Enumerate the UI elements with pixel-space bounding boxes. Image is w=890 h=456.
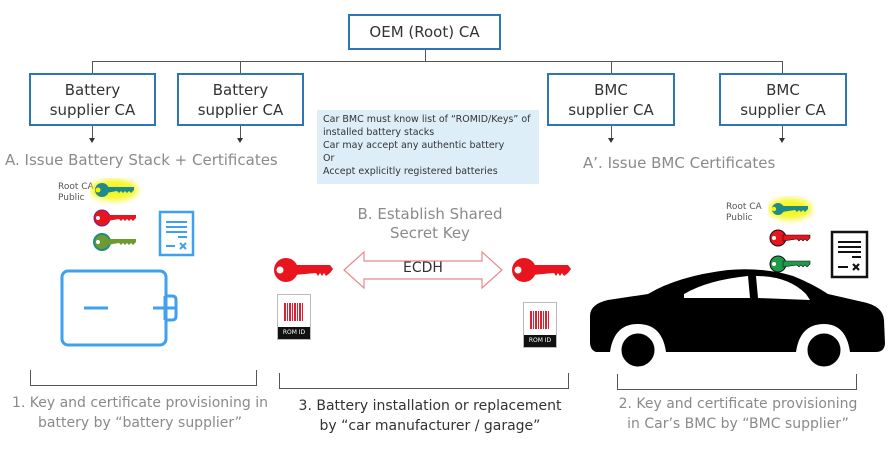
bmc-supplier-ca-box-1: BMC supplier CA (547, 73, 675, 126)
caption-line: 2. Key and certificate provisioning (618, 396, 858, 412)
note-line: installed battery stacks (323, 127, 435, 138)
tree-root-stem (425, 50, 426, 61)
caption-line: 3. Battery installation or replacement (298, 398, 562, 414)
ecdh-double-arrow-icon (343, 250, 503, 290)
note-line: Car may accept any authentic battery (323, 140, 505, 151)
tree-drop-4 (782, 61, 783, 73)
battery-supplier-ca-label: Battery supplier CA (197, 80, 284, 119)
arrow-down-icon (237, 138, 243, 143)
public-key-icon (769, 255, 811, 273)
step-a-prime-label: A’. Issue BMC Certificates (583, 154, 776, 172)
label-line: Root CA (726, 202, 762, 212)
label-line: Root CA (58, 182, 94, 192)
car-side-keys (768, 198, 812, 273)
bracket-battery-section (30, 370, 257, 386)
barcode-icon (530, 311, 550, 329)
step-b-line: B. Establish Shared (357, 205, 503, 223)
arrow-stem-2 (240, 126, 241, 138)
label-line: Public (726, 213, 753, 223)
battery-certificate-icon (158, 210, 195, 257)
tree-horizontal-bar (92, 61, 782, 62)
battery-private-key-icon (274, 258, 333, 282)
public-key-icon (93, 233, 136, 251)
car-romid-chip: ROM ID (523, 302, 557, 348)
arrow-stem-3 (611, 126, 612, 138)
step-b-label: B. Establish Shared Secret Key (350, 205, 510, 243)
romid-label: ROM ID (278, 327, 310, 339)
car-icon (590, 269, 885, 370)
caption-line: 1. Key and certificate provisioning in (11, 395, 269, 411)
step-a-label: A. Issue Battery Stack + Certificates (5, 151, 278, 169)
bmc-supplier-ca-label: BMC supplier CA (740, 80, 826, 119)
bmc-requirements-note: Car BMC must know list of “ROMID/Keys” o… (317, 110, 539, 184)
tree-drop-3 (611, 61, 612, 73)
private-key-icon (93, 209, 136, 227)
caption-bmc-provisioning: 2. Key and certificate provisioning in C… (600, 394, 876, 434)
note-line: Or (323, 153, 335, 164)
caption-battery-provisioning: 1. Key and certificate provisioning in b… (0, 393, 280, 433)
car-private-key-icon (512, 258, 571, 282)
tree-drop-1 (92, 61, 93, 73)
battery-supplier-ca-box-2: Battery supplier CA (177, 73, 304, 126)
car-root-ca-public-label: Root CA Public (726, 202, 762, 224)
arrow-stem-1 (92, 126, 93, 138)
romid-label: ROM ID (524, 335, 556, 347)
caption-battery-installation: 3. Battery installation or replacement b… (280, 396, 580, 436)
bracket-car-section (617, 374, 857, 390)
bmc-supplier-ca-label: BMC supplier CA (568, 80, 654, 119)
car-certificate-icon (830, 230, 869, 279)
arrow-down-icon (89, 138, 95, 143)
bracket-installation-section (279, 373, 569, 389)
root-ca-box: OEM (Root) CA (348, 14, 501, 50)
battery-root-ca-public-label: Root CA Public (58, 182, 94, 204)
caption-line: in Car’s BMC by “BMC supplier” (627, 416, 849, 432)
battery-supplier-ca-label: Battery supplier CA (49, 80, 136, 119)
caption-line: battery by “battery supplier” (38, 415, 242, 431)
barcode-icon (284, 303, 304, 321)
note-line: Accept explicitly registered batteries (323, 166, 498, 177)
label-line: Public (58, 193, 85, 203)
root-ca-label: OEM (Root) CA (369, 23, 480, 41)
battery-romid-chip: ROM ID (277, 294, 311, 340)
root-ca-public-key-icon (90, 179, 138, 201)
private-key-icon (769, 229, 811, 247)
battery-side-keys (90, 179, 138, 251)
arrow-down-icon (608, 138, 614, 143)
bmc-supplier-ca-box-2: BMC supplier CA (719, 73, 847, 126)
battery-plus-sign (153, 296, 177, 320)
arrow-stem-4 (782, 126, 783, 138)
step-b-line: Secret Key (390, 224, 470, 242)
ecdh-label: ECDH (403, 260, 443, 276)
root-ca-public-key-icon (768, 198, 812, 220)
note-line: Car BMC must know list of “ROMID/Keys” o… (323, 114, 531, 125)
caption-line: by “car manufacturer / garage” (319, 418, 541, 434)
arrow-down-icon (779, 138, 785, 143)
tree-drop-2 (240, 61, 241, 73)
battery-supplier-ca-box-1: Battery supplier CA (29, 73, 156, 126)
